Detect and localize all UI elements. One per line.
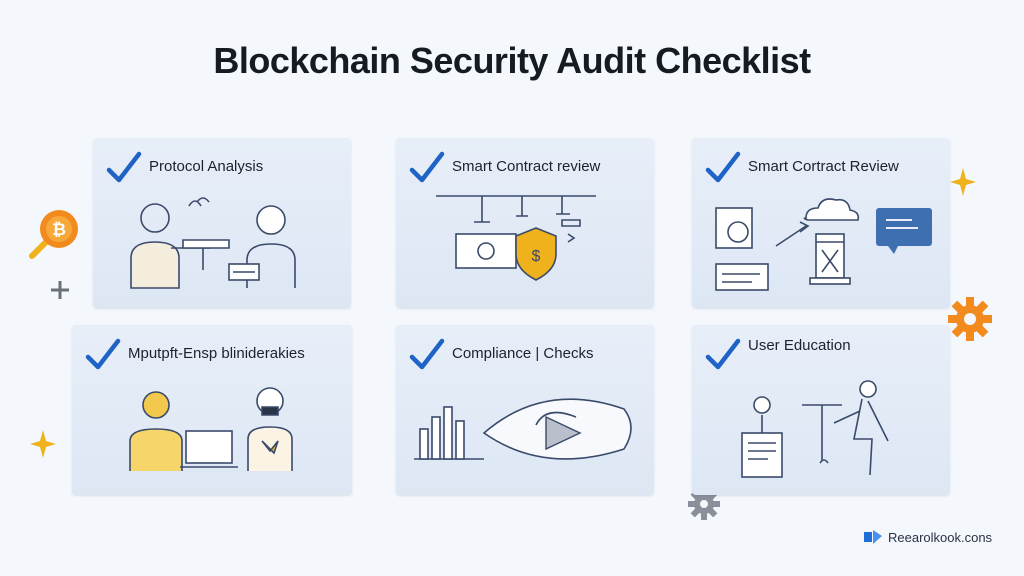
plus-icon xyxy=(51,281,69,299)
checkmark-icon xyxy=(106,151,142,183)
checkmark-icon xyxy=(409,338,445,370)
card-label: Smart Contract review xyxy=(452,158,601,175)
brand-logo: Reearolkook.cons xyxy=(862,528,992,546)
card-label: Protocol Analysis xyxy=(149,158,264,175)
people-illustration xyxy=(130,197,296,289)
play-icon xyxy=(545,415,582,451)
bitcoin-magnifier-icon: ₿ xyxy=(29,210,78,259)
card-label: Mputpft-Ensp bliniderakies xyxy=(128,345,305,362)
svg-text:₿: ₿ xyxy=(52,220,66,239)
checklist-card-smart-cortract-review: Smart Cortract Review xyxy=(692,138,950,308)
checklist-card-mputpft-ensp: Mputpft-Ensp bliniderakies xyxy=(72,325,352,495)
shield-illustration: $ xyxy=(436,195,596,281)
chart-illustration xyxy=(414,398,632,460)
checkmark-icon xyxy=(85,338,121,370)
sparkle-icon xyxy=(30,430,56,458)
shield-icon xyxy=(515,227,557,281)
logo-icon xyxy=(864,530,882,544)
checkmark-icon xyxy=(705,338,741,370)
teacher-illustration xyxy=(741,380,889,478)
gear-icon xyxy=(948,297,992,341)
page-title: Blockchain Security Audit Checklist xyxy=(213,40,811,81)
checkmark-icon xyxy=(705,151,741,183)
people-illustration xyxy=(129,387,293,471)
checklist-card-protocol-analysis: Protocol Analysis xyxy=(93,138,351,308)
brand-text: Reearolkook.cons xyxy=(888,529,993,545)
checkmark-icon xyxy=(409,151,445,183)
svg-text:$: $ xyxy=(532,248,541,265)
checklist-card-user-education: User Education xyxy=(692,325,950,495)
sparkle-icon xyxy=(950,168,976,196)
card-label: Compliance | Checks xyxy=(452,345,594,362)
checklist-card-compliance-checks: Compliance | Checks xyxy=(396,325,654,495)
cloud-illustration xyxy=(715,198,932,291)
card-label: User Education xyxy=(748,337,851,354)
checklist-card-smart-contract-review: Smart Contract review $ xyxy=(396,138,654,308)
card-label: Smart Cortract Review xyxy=(748,158,899,175)
